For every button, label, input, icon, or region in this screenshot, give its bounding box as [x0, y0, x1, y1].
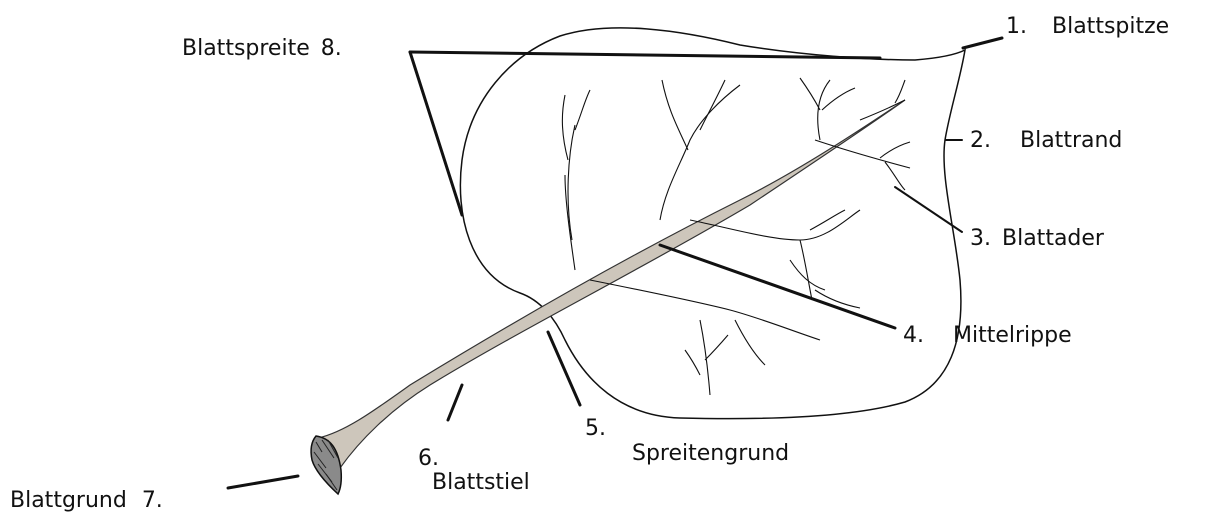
pointer-blattspreite [410, 52, 880, 58]
label-blattstiel: Blattstiel [432, 472, 530, 494]
label-text: Blattader [1002, 226, 1104, 251]
pointer-blattspitze [963, 38, 1002, 48]
pointer-blattstiel [448, 385, 462, 420]
label-number: 4. [903, 325, 924, 347]
label-text: Blattspreite [182, 36, 310, 61]
label-number: 7. [142, 490, 163, 512]
label-blattader: 3. Blattader [970, 228, 1104, 250]
pointer-blattgrund [228, 476, 298, 488]
label-blattrand: 2. Blattrand [970, 130, 1122, 152]
pointer-blattader [895, 187, 962, 232]
label-spreitengrund-num: 5. [585, 418, 606, 440]
label-text: Blattspitze [1052, 14, 1169, 39]
label-blattstiel-num: 6. [418, 448, 439, 470]
pointer-mittelrippe [660, 245, 895, 328]
label-blattgrund: Blattgrund 7. [10, 490, 163, 512]
pointer-lines [228, 38, 1002, 488]
pointer-spreitengrund [548, 332, 580, 405]
label-mittelrippe: 4. Mittelrippe [903, 325, 1072, 347]
label-blattspreite: Blattspreite 8. [182, 38, 342, 60]
label-blattspitze: 1. Blattspitze [1006, 16, 1169, 38]
label-number: 3. [970, 228, 991, 250]
label-spreitengrund: Spreitengrund [632, 443, 789, 465]
label-text: Blattgrund [10, 488, 127, 513]
label-text: Mittelrippe [953, 323, 1072, 348]
label-number: 1. [1006, 16, 1027, 38]
label-number: 8. [321, 38, 342, 60]
label-number: 2. [970, 130, 991, 152]
leaf-veins [562, 78, 910, 395]
label-text: Blattrand [1020, 128, 1122, 153]
pointer-blattspreite-side [410, 52, 462, 215]
